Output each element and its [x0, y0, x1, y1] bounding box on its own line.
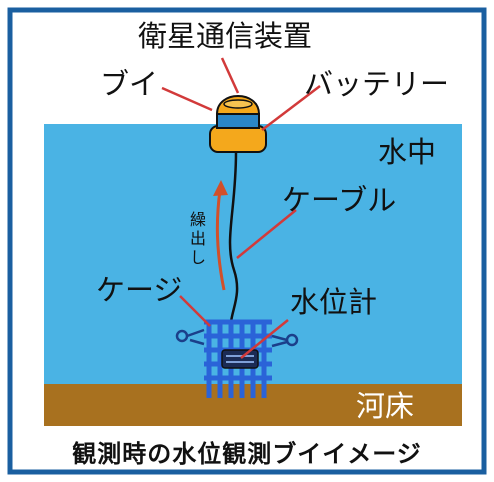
- label-underwater: 水中: [378, 135, 437, 169]
- payout-arrow: [215, 189, 226, 291]
- label-battery: バッテリー: [304, 67, 450, 101]
- label-cage: ケージ: [96, 273, 183, 307]
- label-water-level-gauge: 水位計: [290, 285, 378, 319]
- cage-clip-left: [175, 328, 205, 346]
- label-cable: ケーブル: [282, 183, 397, 217]
- label-riverbed: 河床: [356, 389, 415, 423]
- buoy-icon: [209, 95, 267, 153]
- water-level-gauge-icon: [221, 349, 259, 369]
- payout-arrowhead: [213, 180, 228, 196]
- diagram-caption: 観測時の水位観測ブイイメージ: [72, 440, 422, 468]
- label-buoy: ブイ: [100, 67, 159, 101]
- label-satellite-communication-device: 衛星通信装置: [138, 19, 313, 53]
- cable: [228, 151, 239, 336]
- outer-frame: [7, 7, 487, 475]
- cage-clip-right: [271, 333, 299, 348]
- leader-lines: [161, 57, 321, 359]
- label-payout: 繰出し: [189, 210, 206, 267]
